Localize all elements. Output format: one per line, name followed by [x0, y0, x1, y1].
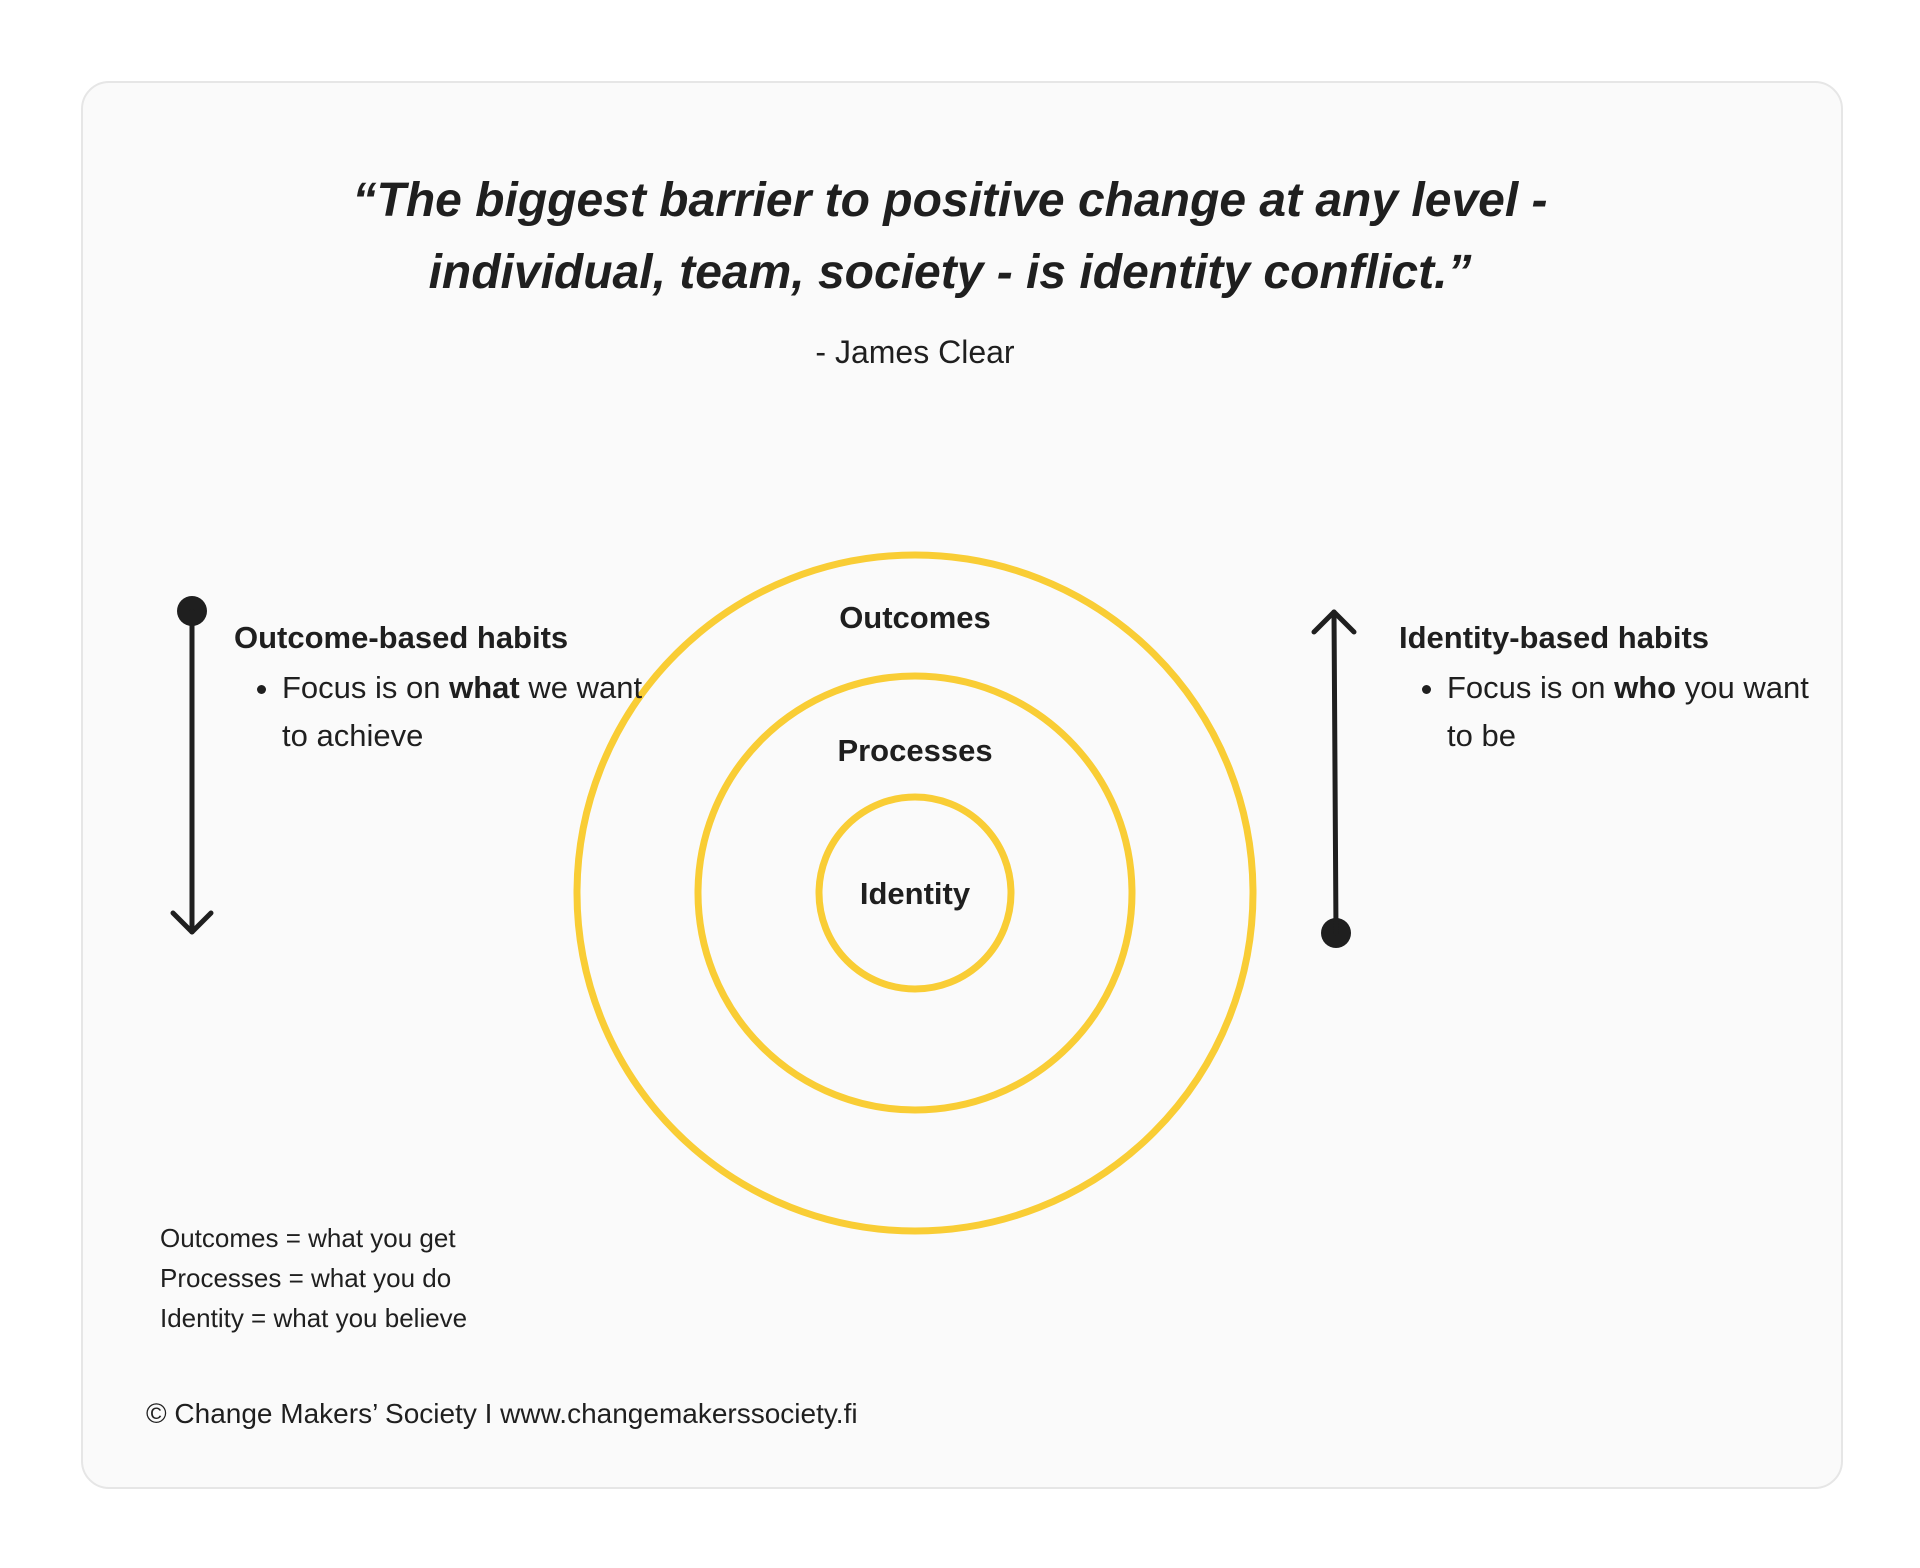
identity-habits-bullet: Focus is on who you want to be: [1447, 664, 1819, 760]
outcome-bullet-prefix: Focus is on: [282, 670, 450, 705]
content-card: [81, 81, 1843, 1489]
identity-habits-title: Identity-based habits: [1399, 620, 1710, 655]
copyright-footer: © Change Makers’ Society I www.changemak…: [146, 1398, 858, 1429]
outcome-bullet-suffix: we want to achieve: [282, 670, 643, 753]
identity-habits-list: Focus is on who you want to be: [1399, 664, 1819, 760]
right-arrow-head: [1311, 609, 1357, 635]
quote-text: “The biggest barrier to positive change …: [200, 165, 1700, 309]
identity-bullet-emphasis: who: [1614, 670, 1677, 705]
arrow-up-icon: [1311, 609, 1357, 948]
quote-line-2: individual, team, society - is identity …: [428, 246, 1472, 299]
quote-line-1: “The biggest barrier to positive change …: [352, 174, 1548, 227]
outer-ring-outcomes: [573, 551, 1257, 1235]
legend-outcomes: Outcomes = what you get: [160, 1223, 456, 1253]
identity-ring-label: Identity: [859, 876, 971, 911]
legend-identity: Identity = what you believe: [160, 1303, 468, 1333]
identity-habits-block: Identity-based habits Focus is on who yo…: [1399, 618, 1819, 760]
processes-ring-label: Processes: [837, 733, 993, 768]
middle-ring-processes: [694, 672, 1136, 1114]
outcome-habits-title: Outcome-based habits: [234, 620, 569, 655]
identity-bullet-suffix: you want to be: [1447, 670, 1809, 753]
arrow-down-icon: [170, 596, 214, 935]
outcome-habits-block: Outcome-based habits Focus is on what we…: [234, 618, 654, 760]
outcome-habits-list: Focus is on what we want to achieve: [234, 664, 654, 760]
left-arrow-head: [170, 910, 214, 935]
right-arrow-shaft: [1331, 609, 1339, 936]
quote-author: - James Clear: [815, 334, 1015, 370]
outcomes-ring-label: Outcomes: [839, 600, 991, 635]
definitions-legend: Outcomes = what you get Processes = what…: [160, 1218, 467, 1338]
legend-processes: Processes = what you do: [160, 1263, 452, 1293]
identity-bullet-prefix: Focus is on: [1447, 670, 1615, 705]
inner-ring-identity: [815, 793, 1015, 993]
outcome-habits-bullet: Focus is on what we want to achieve: [282, 664, 654, 760]
outcome-bullet-emphasis: what: [449, 670, 520, 705]
